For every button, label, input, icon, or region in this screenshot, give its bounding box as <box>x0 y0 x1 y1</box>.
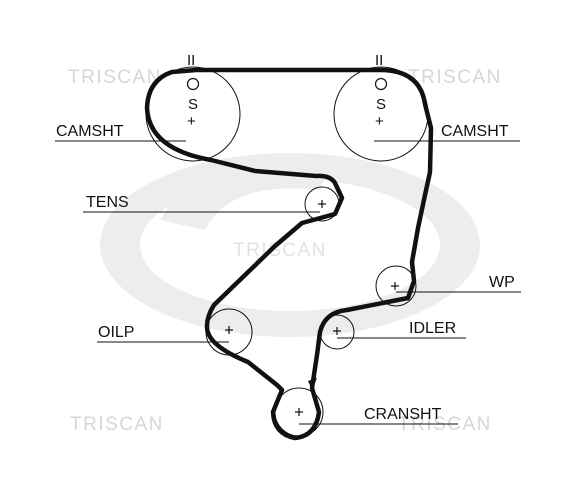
watermark-center: TRISCAN <box>233 240 327 261</box>
cam-plus-right: + <box>375 113 384 130</box>
rotation-arrow-icon <box>308 378 317 390</box>
crankshaft-center-icon <box>295 408 303 416</box>
cam-dot-right-icon <box>374 77 388 91</box>
timing-mark-left: II <box>187 52 195 69</box>
timing-belt <box>144 67 434 441</box>
water-pump-pulley <box>375 265 417 307</box>
label-crankshaft: CRANSHT <box>364 406 442 423</box>
water-pump-center-icon <box>391 282 399 290</box>
tensioner-center-icon <box>318 200 326 208</box>
label-oil-pump: OILP <box>98 324 134 341</box>
cam-letter-left: S <box>188 96 198 113</box>
oil-pump-center-icon <box>225 326 233 334</box>
label-camshaft-right: CAMSHT <box>441 123 509 140</box>
timing-mark-right: II <box>375 52 383 69</box>
label-idler: IDLER <box>409 320 456 337</box>
cam-letter-right: S <box>376 96 386 113</box>
watermark-bottom-left: TRISCAN <box>70 414 164 435</box>
label-tensioner: TENS <box>86 194 129 211</box>
cam-dot-left-icon <box>186 77 200 91</box>
watermark-top-right: TRISCAN <box>408 67 502 88</box>
label-camshaft-left: CAMSHT <box>56 123 124 140</box>
watermark-top-left: TRISCAN <box>68 67 162 88</box>
label-water-pump: WP <box>489 274 515 291</box>
cam-plus-left: + <box>187 113 196 130</box>
idler-center-icon <box>333 327 341 335</box>
